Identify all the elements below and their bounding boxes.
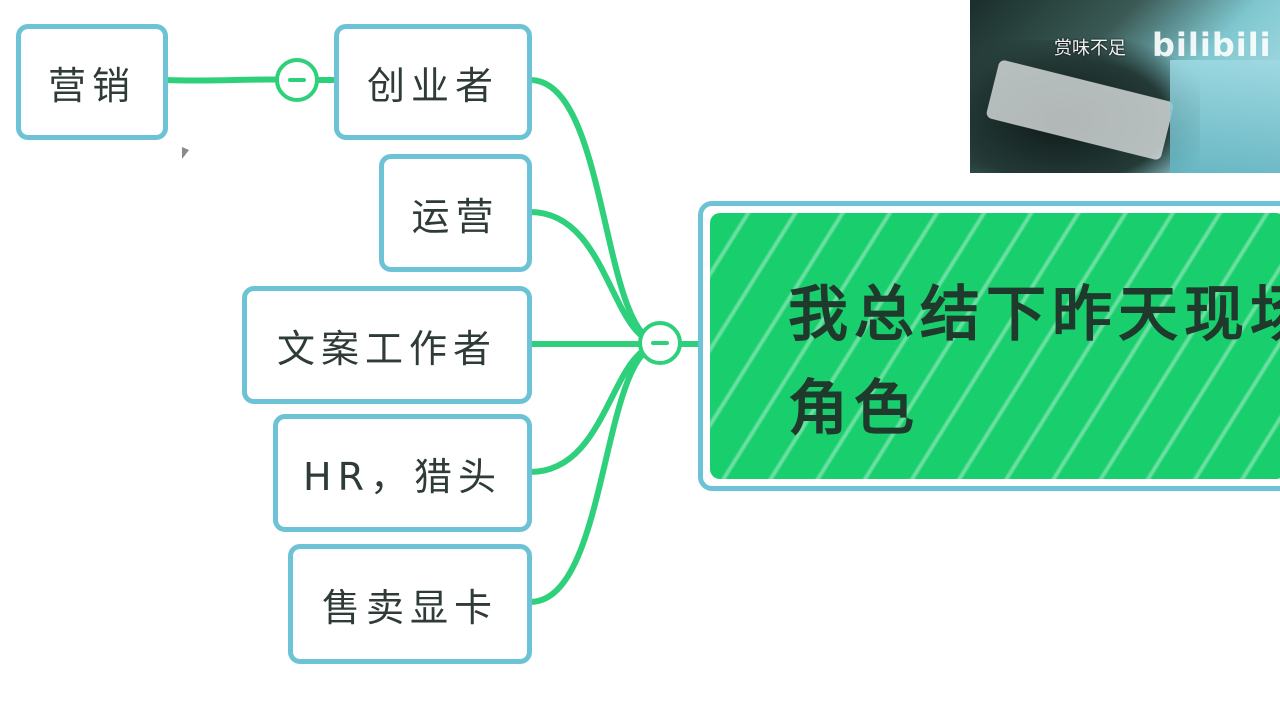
collapse-toggle-root[interactable] xyxy=(638,321,682,365)
link-hr xyxy=(527,341,665,475)
node-gpu-seller-label: 售卖显卡 xyxy=(321,585,498,630)
node-copywriter[interactable]: 文案工作者 xyxy=(242,286,532,404)
video-overlay: 赏味不足 bilibili xyxy=(970,0,1280,173)
link-operations xyxy=(527,209,665,347)
link-gpu-seller xyxy=(527,341,665,605)
video-background xyxy=(1170,60,1280,173)
root-topic-label: 我总结下昨天现场角色 xyxy=(788,280,1280,444)
collapse-toggle-founder[interactable] xyxy=(275,58,319,102)
node-founder-label: 创业者 xyxy=(366,63,499,108)
node-gpu-seller[interactable]: 售卖显卡 xyxy=(288,544,532,664)
root-topic-fill: 我总结下昨天现场角色 xyxy=(710,213,1280,479)
node-operations-label: 运营 xyxy=(411,194,500,239)
node-hr-label: HR，猎头 xyxy=(303,454,502,499)
node-copywriter-label: 文案工作者 xyxy=(276,326,497,371)
node-marketing[interactable]: 营销 xyxy=(16,24,168,140)
video-caption: 赏味不足 xyxy=(1054,38,1126,59)
node-hr[interactable]: HR，猎头 xyxy=(273,414,532,532)
root-topic[interactable]: 我总结下昨天现场角色 xyxy=(698,201,1280,491)
node-operations[interactable]: 运营 xyxy=(379,154,532,272)
node-marketing-label: 营销 xyxy=(47,63,136,108)
bilibili-logo: bilibili xyxy=(1152,26,1272,64)
node-founder[interactable]: 创业者 xyxy=(334,24,532,140)
mouse-cursor-icon xyxy=(182,147,189,159)
